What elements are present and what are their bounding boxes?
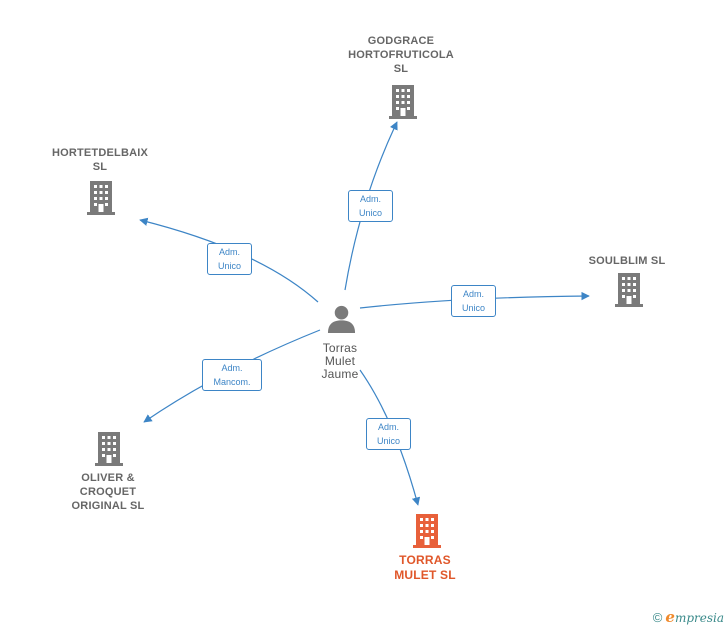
building-icon <box>389 85 417 119</box>
edge-role-line: Unico <box>358 208 382 218</box>
edge-role-line: Adm. <box>377 422 399 432</box>
building-icon <box>615 273 643 307</box>
edge-label-hortetdelbaix: Adm. Unico <box>207 243 252 275</box>
building-icon <box>413 514 441 548</box>
node-hortetdelbaix-label[interactable]: HORTETDELBAIX SL <box>35 146 165 174</box>
edge-role-line: Unico <box>376 436 400 446</box>
brand-name: mpresia <box>674 611 724 625</box>
person-name-line: Torras <box>322 341 358 355</box>
edge-label-soulblim: Adm. Unico <box>451 285 496 317</box>
brand-logo[interactable]: empresia <box>665 608 724 626</box>
edge-label-torras: Adm. Unico <box>366 418 411 450</box>
node-name-line: SL <box>92 161 108 173</box>
edge-role-line: Adm. <box>218 247 240 257</box>
node-name-line: GODGRACE <box>367 35 435 47</box>
node-name-line: CROQUET <box>79 486 137 498</box>
edge-role-line: Unico <box>461 303 485 313</box>
node-oliver-label[interactable]: OLIVER & CROQUET ORIGINAL SL <box>50 471 166 513</box>
node-name-line: HORTOFRUTICOLA <box>348 49 454 61</box>
edge-label-godgrace: Adm. Unico <box>348 190 393 222</box>
building-icon <box>87 181 115 215</box>
edge-role-line: Adm. <box>359 194 381 204</box>
edge-role-line: Adm. <box>221 363 243 373</box>
node-name-line: MULET SL <box>394 568 456 582</box>
edge-role-line: Mancom. <box>213 377 251 387</box>
person-icon <box>327 305 356 333</box>
center-person-label[interactable]: Torras Mulet Jaume <box>309 342 371 381</box>
node-name-line: ORIGINAL SL <box>71 500 145 512</box>
person-name-line: Mulet <box>324 354 356 368</box>
node-name-line: HORTETDELBAIX <box>51 147 149 159</box>
node-name-line: TORRAS <box>399 553 451 567</box>
footer-brand: © empresia <box>653 608 724 626</box>
edge-role-line: Unico <box>217 261 241 271</box>
node-name-line: SL <box>393 63 409 75</box>
edge-label-oliver: Adm. Mancom. <box>202 359 262 391</box>
node-soulblim-label[interactable]: SOULBLIM SL <box>572 254 682 268</box>
edge-role-line: Adm. <box>462 289 484 299</box>
copyright-icon: © <box>652 609 663 625</box>
person-name-line: Jaume <box>321 367 359 381</box>
node-godgrace-label[interactable]: GODGRACE HORTOFRUTICOLA SL <box>331 34 471 76</box>
building-icon <box>95 432 123 466</box>
brand-initial: e <box>665 608 675 626</box>
node-name-line: SOULBLIM SL <box>588 255 666 267</box>
node-name-line: OLIVER & <box>81 472 135 484</box>
node-torras-label[interactable]: TORRAS MULET SL <box>370 553 480 583</box>
